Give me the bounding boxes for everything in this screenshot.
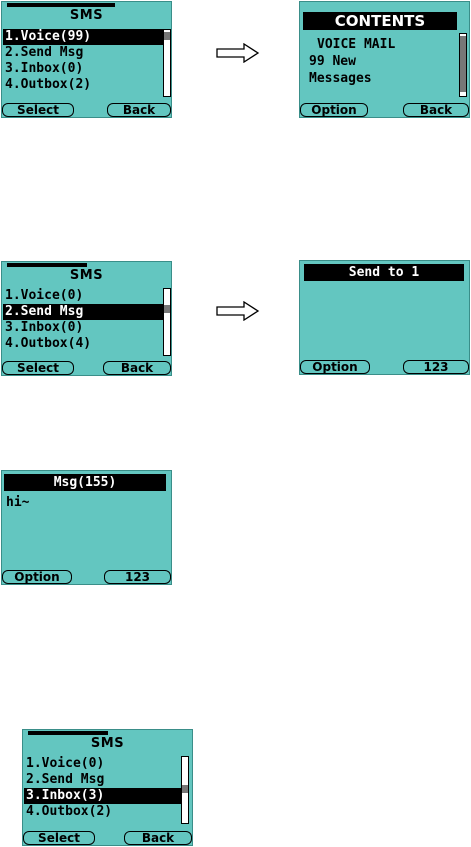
menu-item-send-msg[interactable]: 2.Send Msg xyxy=(3,304,163,320)
option-softkey[interactable]: Option xyxy=(300,360,370,374)
screen-title: SMS xyxy=(22,736,193,751)
right-arrow-icon xyxy=(216,43,260,63)
right-arrow-icon xyxy=(216,301,260,321)
scrollbar-thumb[interactable] xyxy=(460,36,466,92)
voicemail-line-3: Messages xyxy=(309,71,372,87)
menu-item-inbox[interactable]: 3.Inbox(0) xyxy=(3,61,163,77)
menu-item-outbox[interactable]: 4.Outbox(2) xyxy=(3,77,163,93)
menu-item-outbox[interactable]: 4.Outbox(4) xyxy=(3,336,163,352)
sms-menu-screen-a: SMS 1.Voice(99) 2.Send Msg 3.Inbox(0) 4.… xyxy=(1,1,172,118)
sms-menu-screen-c: SMS 1.Voice(0) 2.Send Msg 3.Inbox(0) 4.O… xyxy=(1,261,172,376)
sms-menu-list: 1.Voice(0) 2.Send Msg 3.Inbox(3) 4.Outbo… xyxy=(24,756,182,820)
screen-title: SMS xyxy=(1,268,172,283)
option-softkey[interactable]: Option xyxy=(2,570,72,584)
scrollbar[interactable] xyxy=(163,29,171,97)
back-softkey[interactable]: Back xyxy=(403,103,469,117)
back-softkey[interactable]: Back xyxy=(107,103,171,117)
scrollbar-thumb[interactable] xyxy=(182,785,188,793)
send-to-screen: Send to 1 Option 123 xyxy=(299,260,470,375)
message-text-field[interactable]: hi~ xyxy=(6,495,29,511)
scrollbar[interactable] xyxy=(163,288,171,356)
scrollbar[interactable] xyxy=(459,33,467,97)
menu-item-voice[interactable]: 1.Voice(0) xyxy=(3,288,163,304)
select-softkey[interactable]: Select xyxy=(23,831,95,845)
input-mode-softkey[interactable]: 123 xyxy=(104,570,171,584)
menu-item-send-msg[interactable]: 2.Send Msg xyxy=(3,45,163,61)
sms-menu-list: 1.Voice(99) 2.Send Msg 3.Inbox(0) 4.Outb… xyxy=(3,29,163,93)
scrollbar-thumb[interactable] xyxy=(164,32,170,40)
input-mode-softkey[interactable]: 123 xyxy=(403,360,469,374)
select-softkey[interactable]: Select xyxy=(2,103,74,117)
scrollbar-thumb[interactable] xyxy=(164,305,170,313)
menu-item-inbox[interactable]: 3.Inbox(0) xyxy=(3,320,163,336)
signal-bar-icon xyxy=(7,3,115,7)
signal-bar-icon xyxy=(28,731,108,735)
back-softkey[interactable]: Back xyxy=(124,831,192,845)
menu-item-voice[interactable]: 1.Voice(99) xyxy=(3,29,163,45)
menu-item-inbox[interactable]: 3.Inbox(3) xyxy=(24,788,182,804)
contents-title: CONTENTS xyxy=(303,12,457,30)
message-counter-title: Msg(155) xyxy=(4,474,166,491)
back-softkey[interactable]: Back xyxy=(103,361,171,375)
contents-screen: CONTENTS VOICE MAIL 99 New Messages Opti… xyxy=(299,1,470,118)
sms-menu-screen-f: SMS 1.Voice(0) 2.Send Msg 3.Inbox(3) 4.O… xyxy=(22,729,193,846)
menu-item-outbox[interactable]: 4.Outbox(2) xyxy=(24,804,182,820)
option-softkey[interactable]: Option xyxy=(300,103,368,117)
voicemail-line-1: VOICE MAIL xyxy=(317,37,395,53)
screen-title: SMS xyxy=(1,8,172,23)
select-softkey[interactable]: Select xyxy=(2,361,74,375)
signal-bar-icon xyxy=(7,263,87,267)
sms-menu-list: 1.Voice(0) 2.Send Msg 3.Inbox(0) 4.Outbo… xyxy=(3,288,163,352)
menu-item-send-msg[interactable]: 2.Send Msg xyxy=(24,772,182,788)
recipient-input-area[interactable] xyxy=(304,284,464,348)
menu-item-voice[interactable]: 1.Voice(0) xyxy=(24,756,182,772)
message-compose-screen: Msg(155) hi~ Option 123 xyxy=(1,470,172,585)
recipient-title: Send to 1 xyxy=(304,264,464,281)
voicemail-line-2: 99 New xyxy=(309,54,356,70)
scrollbar[interactable] xyxy=(181,756,189,824)
